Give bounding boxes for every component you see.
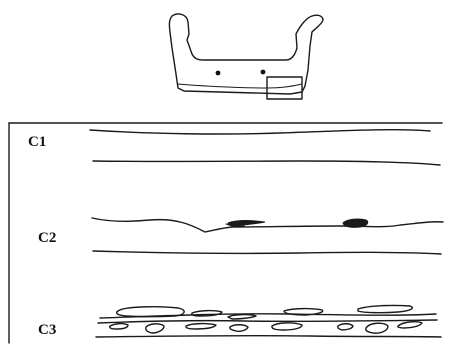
c1-lower-line (93, 161, 440, 165)
c3-lacuna (146, 324, 164, 333)
c3-line-1 (100, 314, 436, 318)
panel-frame (9, 123, 442, 343)
foramen-dot-right (261, 70, 266, 75)
c3-lacuna (358, 305, 412, 312)
c1-upper-line (90, 130, 430, 134)
panel-c1 (90, 130, 440, 165)
c3-lacuna (192, 311, 222, 316)
mandible-inner-contour (178, 84, 302, 88)
c3-lacuna (398, 322, 422, 328)
mandible-outline (169, 14, 323, 94)
panel-c3 (96, 305, 441, 337)
c2-inclusion-left (228, 221, 265, 226)
c3-lacuna (366, 323, 388, 333)
c2-upper-line (92, 218, 443, 232)
panel-c2 (92, 218, 443, 254)
panel-label-c3: C3 (38, 323, 56, 338)
c3-lacuna (272, 323, 302, 330)
c3-line-3 (96, 336, 441, 337)
foramen-dot-left (216, 71, 221, 76)
c3-line-2 (98, 320, 437, 323)
c3-lacuna (186, 324, 216, 329)
panel-label-c2: C2 (38, 231, 56, 246)
c2-lower-line (93, 251, 441, 254)
mandible-sketch (169, 14, 323, 99)
panel-label-c1: C1 (28, 135, 46, 150)
c3-lacuna (338, 324, 353, 330)
c3-lacuna (110, 324, 128, 329)
c2-inclusion-right (343, 219, 368, 227)
c3-lacuna (230, 325, 248, 332)
c3-lacuna (228, 315, 256, 319)
